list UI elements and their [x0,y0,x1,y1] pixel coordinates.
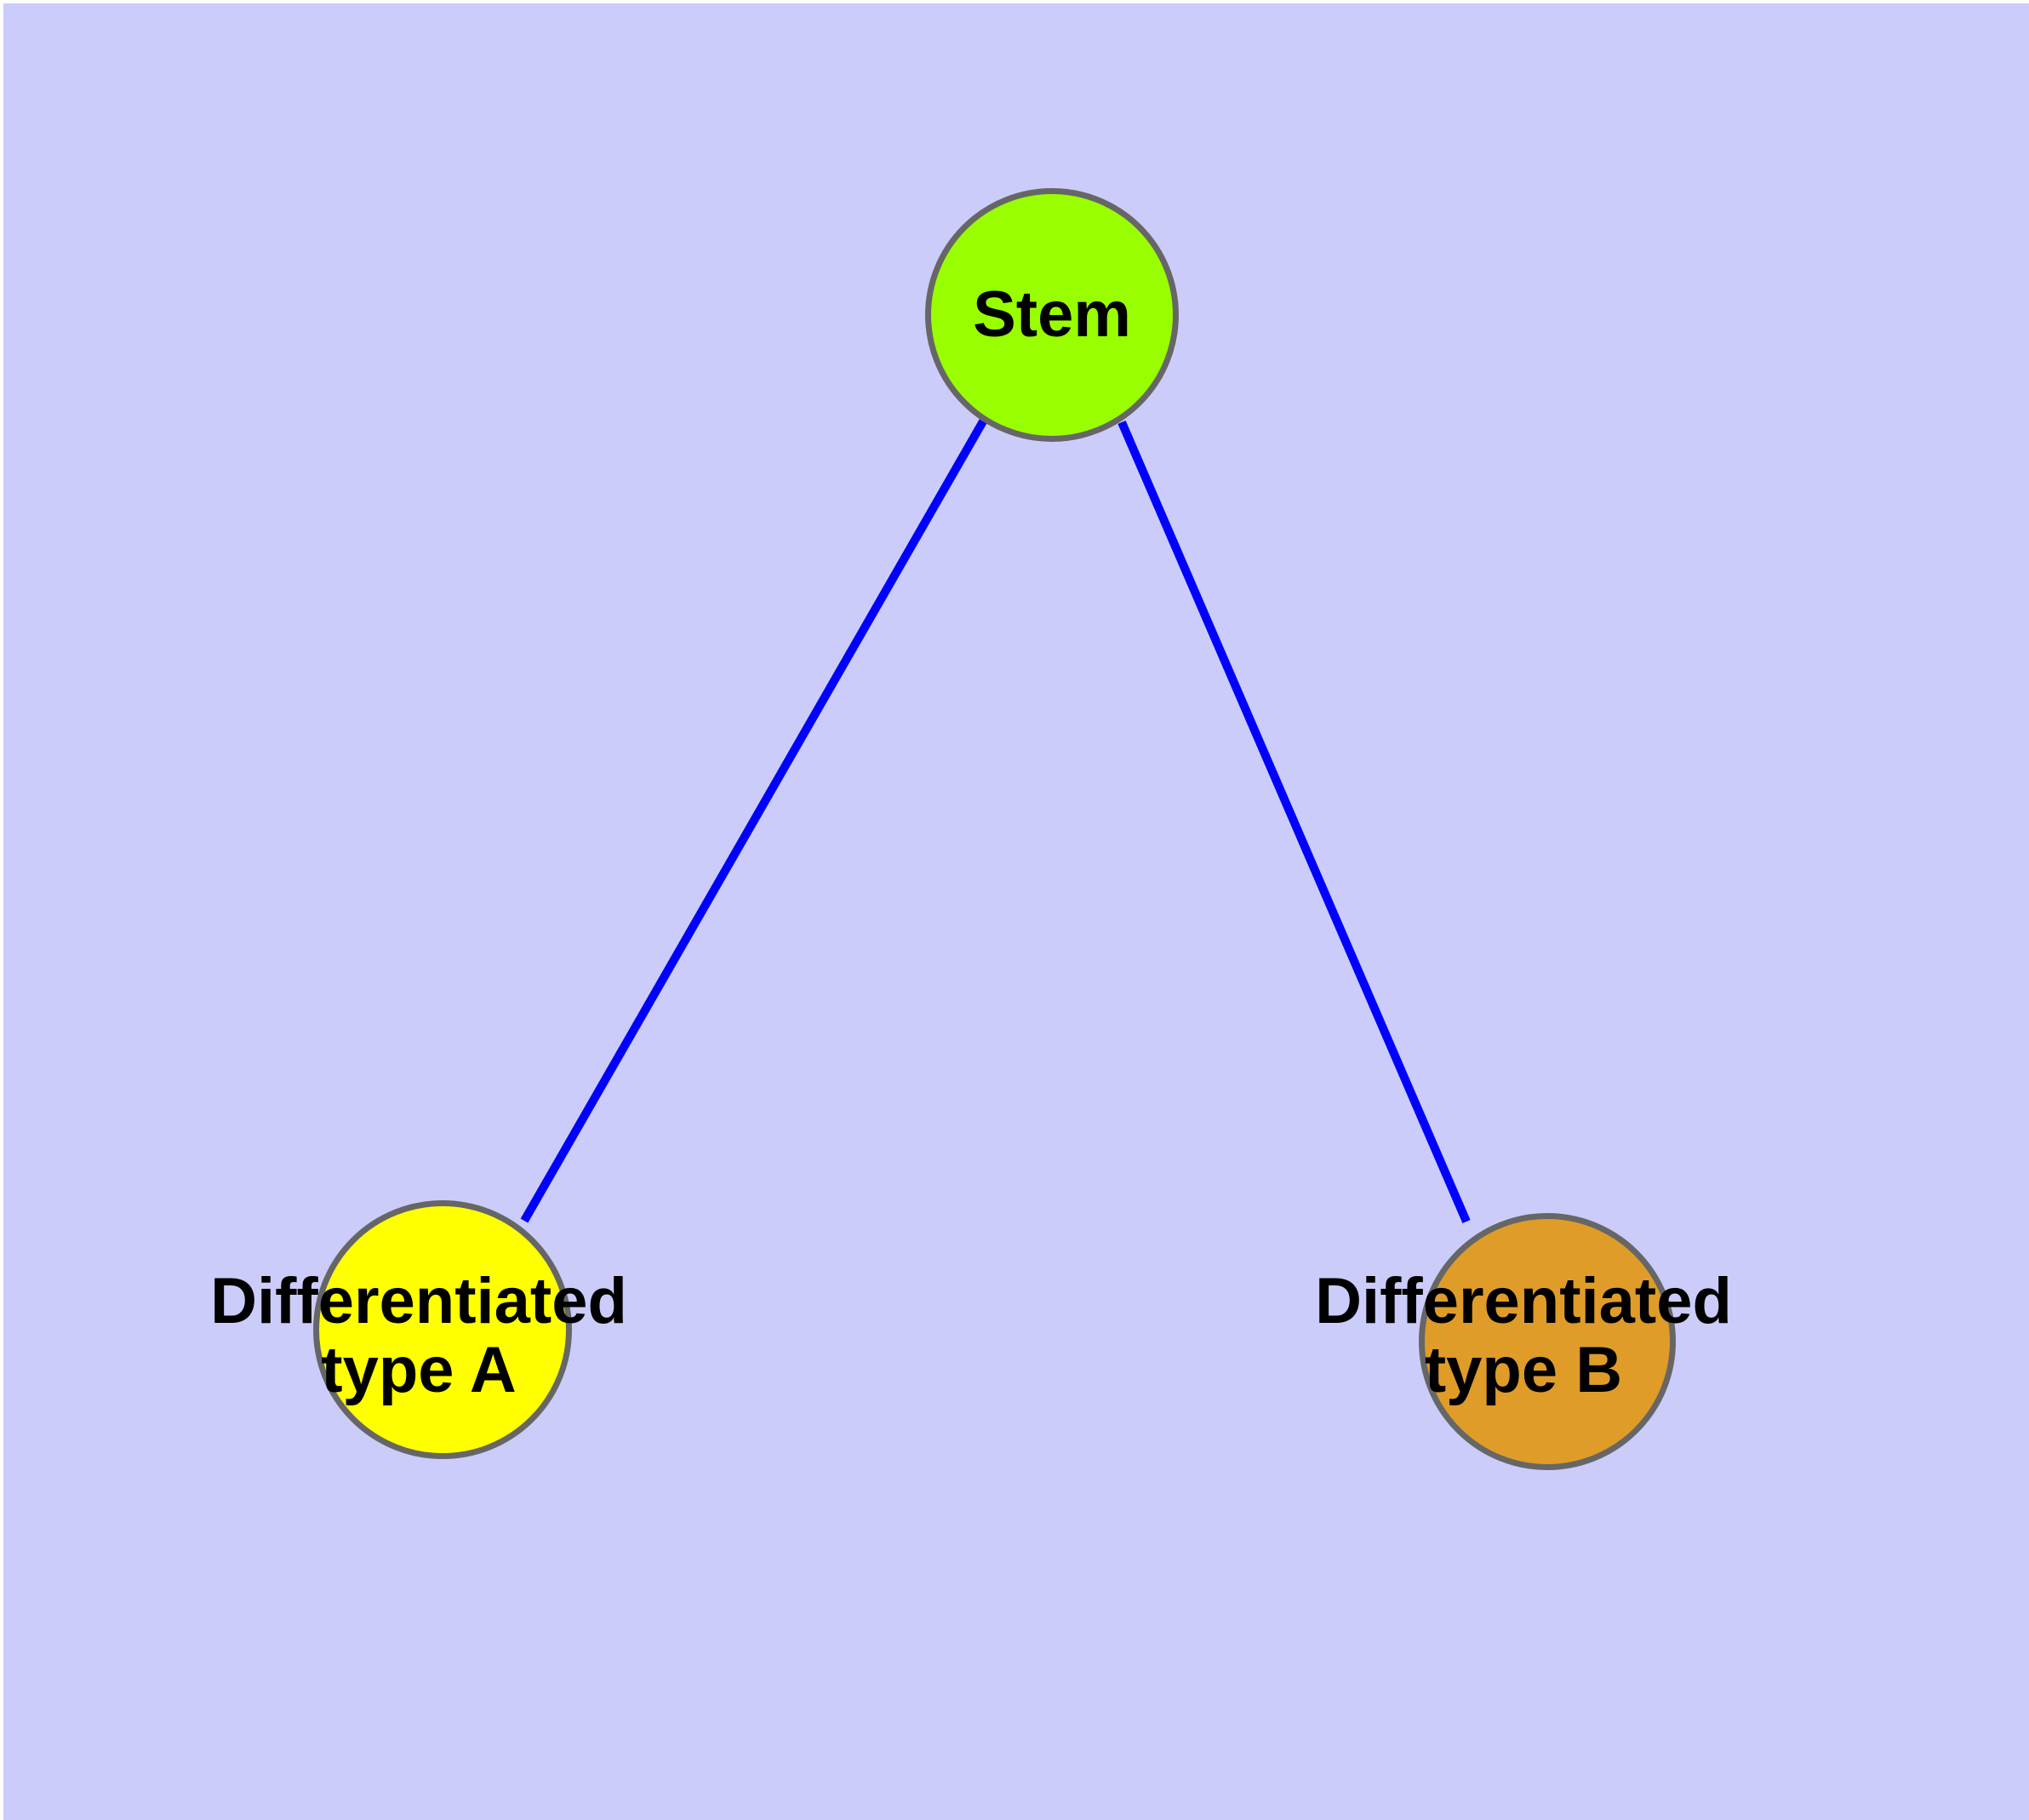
node-circle-stem[interactable] [925,188,1179,442]
node-circle-diff-b[interactable] [1419,1213,1676,1470]
node-circle-diff-a[interactable] [313,1200,572,1459]
edge-stem-to-diff-b [1117,421,1471,1223]
node-layer [313,188,1676,1470]
edge-stem-to-diff-a [520,419,987,1223]
edge-layer [520,419,1471,1223]
